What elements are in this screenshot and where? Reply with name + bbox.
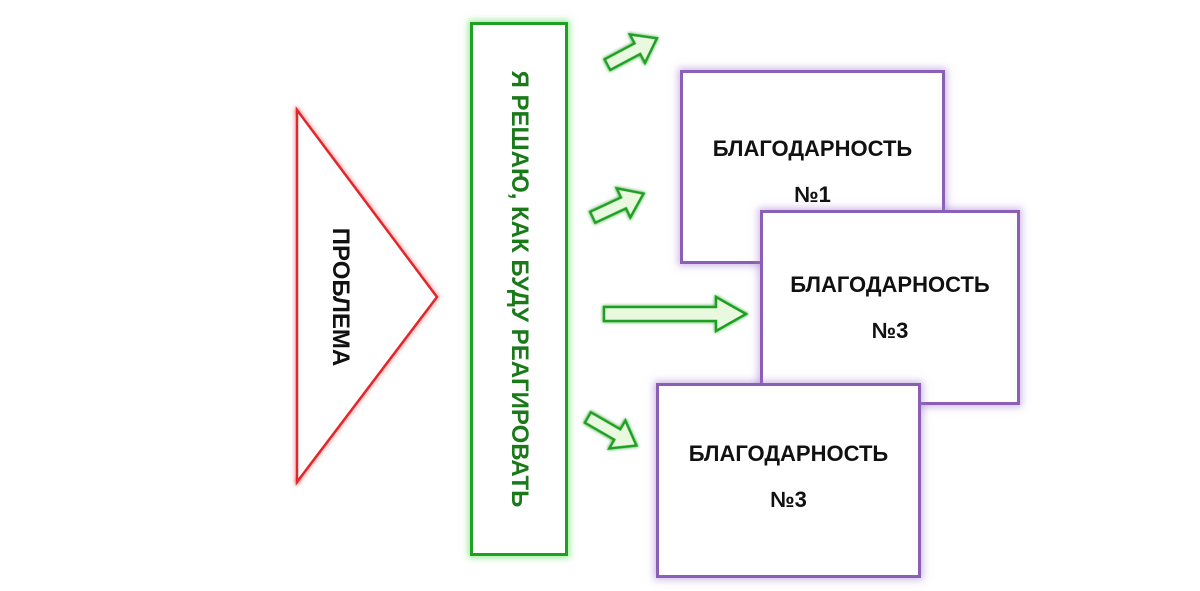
arrow-down-right	[583, 410, 639, 450]
gratitude-box-1-title: БЛАГОДАРНОСТЬ	[712, 136, 913, 161]
gratitude-box-2: БЛАГОДАРНОСТЬ №3	[760, 210, 1020, 405]
arrow-up-right-1	[602, 32, 659, 72]
arrow-right	[602, 294, 749, 334]
gratitude-box-3-title: БЛАГОДАРНОСТЬ	[688, 440, 889, 466]
arrow-up-right-2	[588, 186, 646, 225]
decision-box: Я РЕШАЮ, КАК БУДУ РЕАГИРОВАТЬ	[470, 22, 568, 556]
problem-triangle-shape	[295, 106, 439, 486]
gratitude-box-2-title: БЛАГОДАРНОСТЬ	[790, 271, 990, 297]
gratitude-box-2-number: №3	[871, 317, 909, 343]
gratitude-box-3-number: №3	[770, 486, 807, 512]
gratitude-box-3: БЛАГОДАРНОСТЬ №3	[656, 383, 921, 578]
gratitude-box-1-number: №1	[794, 182, 831, 207]
decision-label: Я РЕШАЮ, КАК БУДУ РЕАГИРОВАТЬ	[506, 70, 533, 508]
problem-label: ПРОБЛЕМА	[327, 227, 354, 367]
